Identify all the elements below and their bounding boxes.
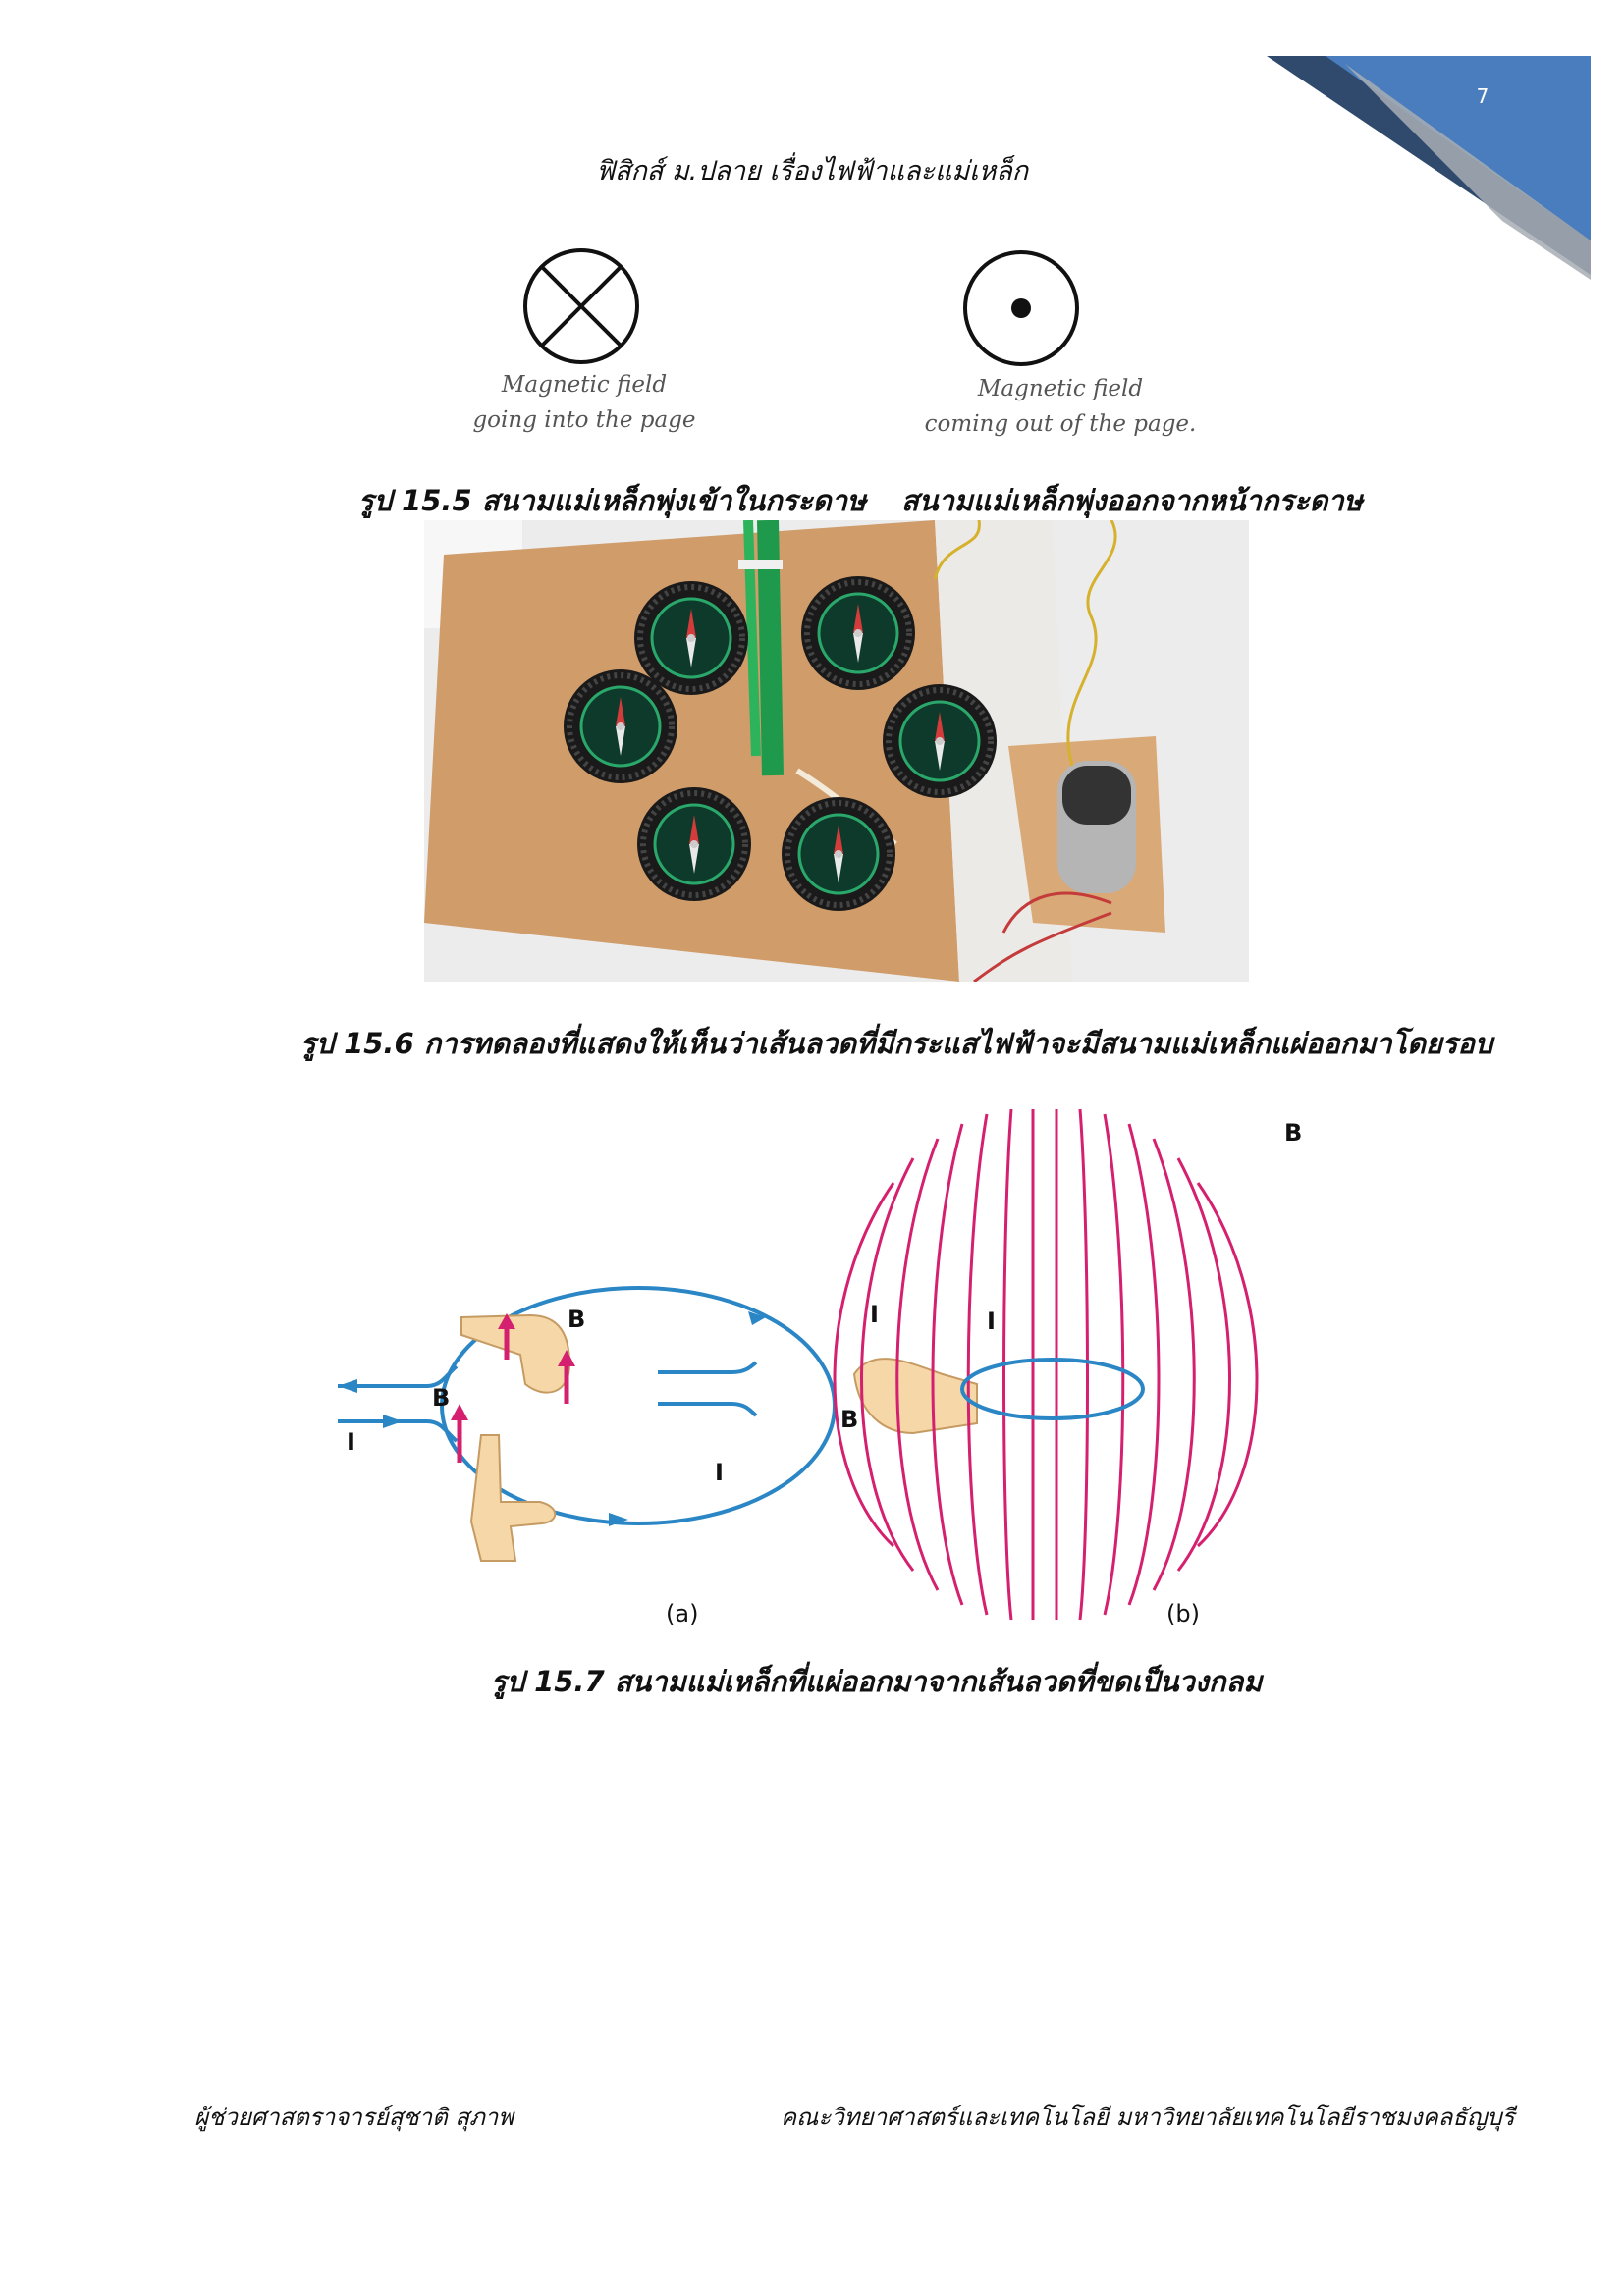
page-header: ฟิสิกส์ ม.ปลาย เรื่องไฟฟ้าและแม่เหล็ก	[595, 156, 1029, 187]
field-out-of-page-icon	[963, 250, 1079, 366]
label-current-a3: I	[870, 1301, 879, 1328]
symbol-caption-into: Magnetic field going into the page	[472, 372, 696, 433]
panel-b-loop	[658, 1358, 1145, 1420]
panel-b-label: (b)	[1166, 1600, 1200, 1628]
current-loop-diagram	[338, 1108, 1259, 1621]
page-number: 7	[1476, 84, 1489, 108]
footer-institution: คณะวิทยาศาสตร์และเทคโนโลยี มหาวิทยาลัยเท…	[781, 2104, 1515, 2131]
panel-a-label: (a)	[666, 1600, 699, 1628]
compass-experiment-photo	[424, 520, 1249, 982]
corner-decoration	[1267, 56, 1591, 280]
panel-b-field-lines	[833, 1108, 1259, 1621]
label-field-a3: B	[840, 1406, 859, 1433]
footer-author: ผู้ช่วยศาสตราจารย์สุชาติ สุภาพ	[194, 2104, 514, 2131]
label-field-a2: B	[432, 1384, 451, 1412]
label-current-a1: I	[347, 1428, 355, 1456]
current-loop-figure: I B B I I B I B (a) (b)	[324, 1090, 1355, 1639]
caption-fig-15-5a: รูป 15.5 สนามแม่เหล็กพุ่งเข้าในกระดาษ	[358, 484, 867, 517]
caption-fig-15-5b: สนามแม่เหล็กพุ่งออกจากหน้ากระดาษ	[901, 484, 1363, 517]
field-into-page-icon	[523, 248, 639, 364]
label-current-a2: I	[715, 1459, 724, 1486]
caption-fig-15-7: รูป 15.7 สนามแม่เหล็กที่แผ่ออกมาจากเส้นล…	[491, 1665, 1263, 1698]
panel-a-loop	[338, 1286, 978, 1562]
label-current-b: I	[987, 1308, 996, 1335]
label-field-b: B	[1284, 1119, 1303, 1147]
symbol-caption-out: Magnetic field coming out of the page.	[924, 376, 1197, 437]
caption-fig-15-6: รูป 15.6 การทดลองที่แสดงให้เห็นว่าเส้นลว…	[300, 1027, 1493, 1060]
label-field-a1: B	[568, 1306, 586, 1333]
